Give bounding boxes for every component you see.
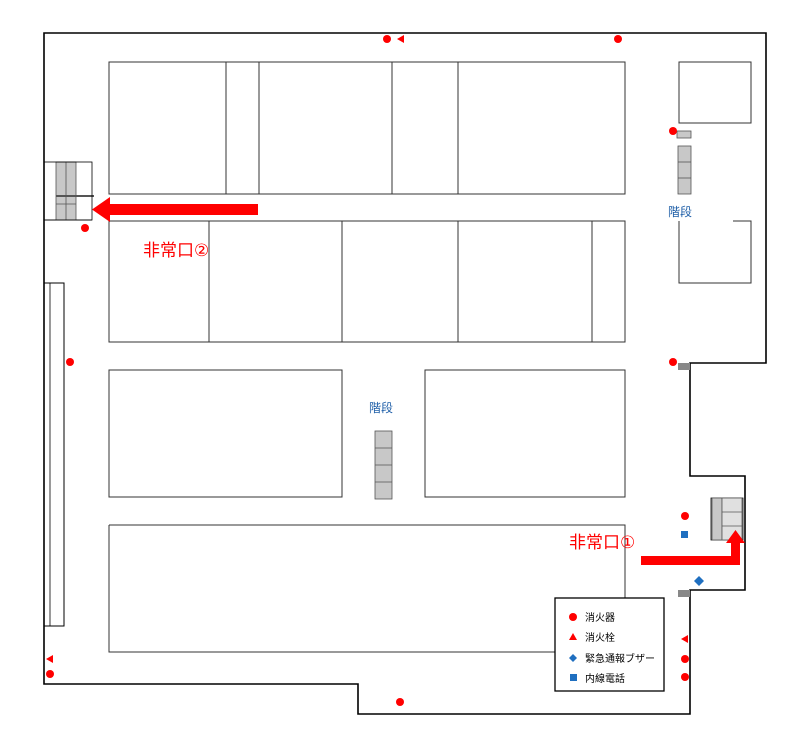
room-middle-right [424, 369, 626, 498]
legend: 消火器 消火栓 緊急通報ブザー 内線電話 [554, 597, 665, 692]
extinguisher-icon [669, 358, 677, 366]
room-block-upper-1 [108, 61, 626, 195]
extinguisher-markers [46, 35, 689, 706]
exit-2-label: 非常口② [143, 241, 209, 261]
hydrant-icon [681, 635, 688, 643]
room-right-stair-area [678, 220, 752, 284]
pillar [678, 590, 690, 597]
legend-hydrant-icon [569, 633, 577, 640]
stair-center [374, 430, 393, 500]
legend-alarm-label: 緊急通報ブザー [585, 652, 655, 665]
extinguisher-icon [669, 127, 677, 135]
building-outline [43, 32, 767, 715]
left-corridor-wall [43, 282, 65, 627]
room-block-upper-2 [108, 220, 626, 343]
extinguisher-icon [383, 35, 391, 43]
hydrant-markers [46, 35, 688, 663]
phone-icon [681, 531, 688, 538]
legend-extinguisher-label: 消火器 [585, 611, 615, 624]
legend-extinguisher-icon [569, 613, 577, 621]
pillar [678, 363, 690, 370]
stair-label-center: 階段 [369, 400, 393, 415]
extinguisher-icon [46, 670, 54, 678]
extinguisher-icon [681, 673, 689, 681]
hydrant-icon [397, 35, 404, 43]
legend-phone-icon [570, 674, 577, 681]
room-top-right [678, 61, 752, 124]
room-middle-left [108, 369, 343, 498]
stair-upper-right [676, 130, 692, 195]
room-bottom [108, 524, 626, 653]
stair-label-upper: 階段 [668, 204, 692, 219]
legend-hydrant-label: 消火栓 [585, 631, 615, 644]
exit-1-arrow [641, 530, 745, 565]
extinguisher-icon [681, 512, 689, 520]
extinguisher-icon [66, 358, 74, 366]
hydrant-icon [46, 655, 53, 663]
stair-exit-2 [43, 161, 94, 221]
extinguisher-icon [81, 224, 89, 232]
extinguisher-icon [614, 35, 622, 43]
extinguisher-icon [681, 655, 689, 663]
legend-phone-label: 内線電話 [585, 672, 625, 685]
exit-1-label: 非常口① [569, 533, 635, 553]
stair-exit-1 [710, 497, 744, 541]
exit-2-arrow [92, 197, 258, 222]
alarm-buzzer-icon [694, 576, 704, 586]
legend-alarm-icon [569, 654, 577, 662]
extinguisher-icon [396, 698, 404, 706]
